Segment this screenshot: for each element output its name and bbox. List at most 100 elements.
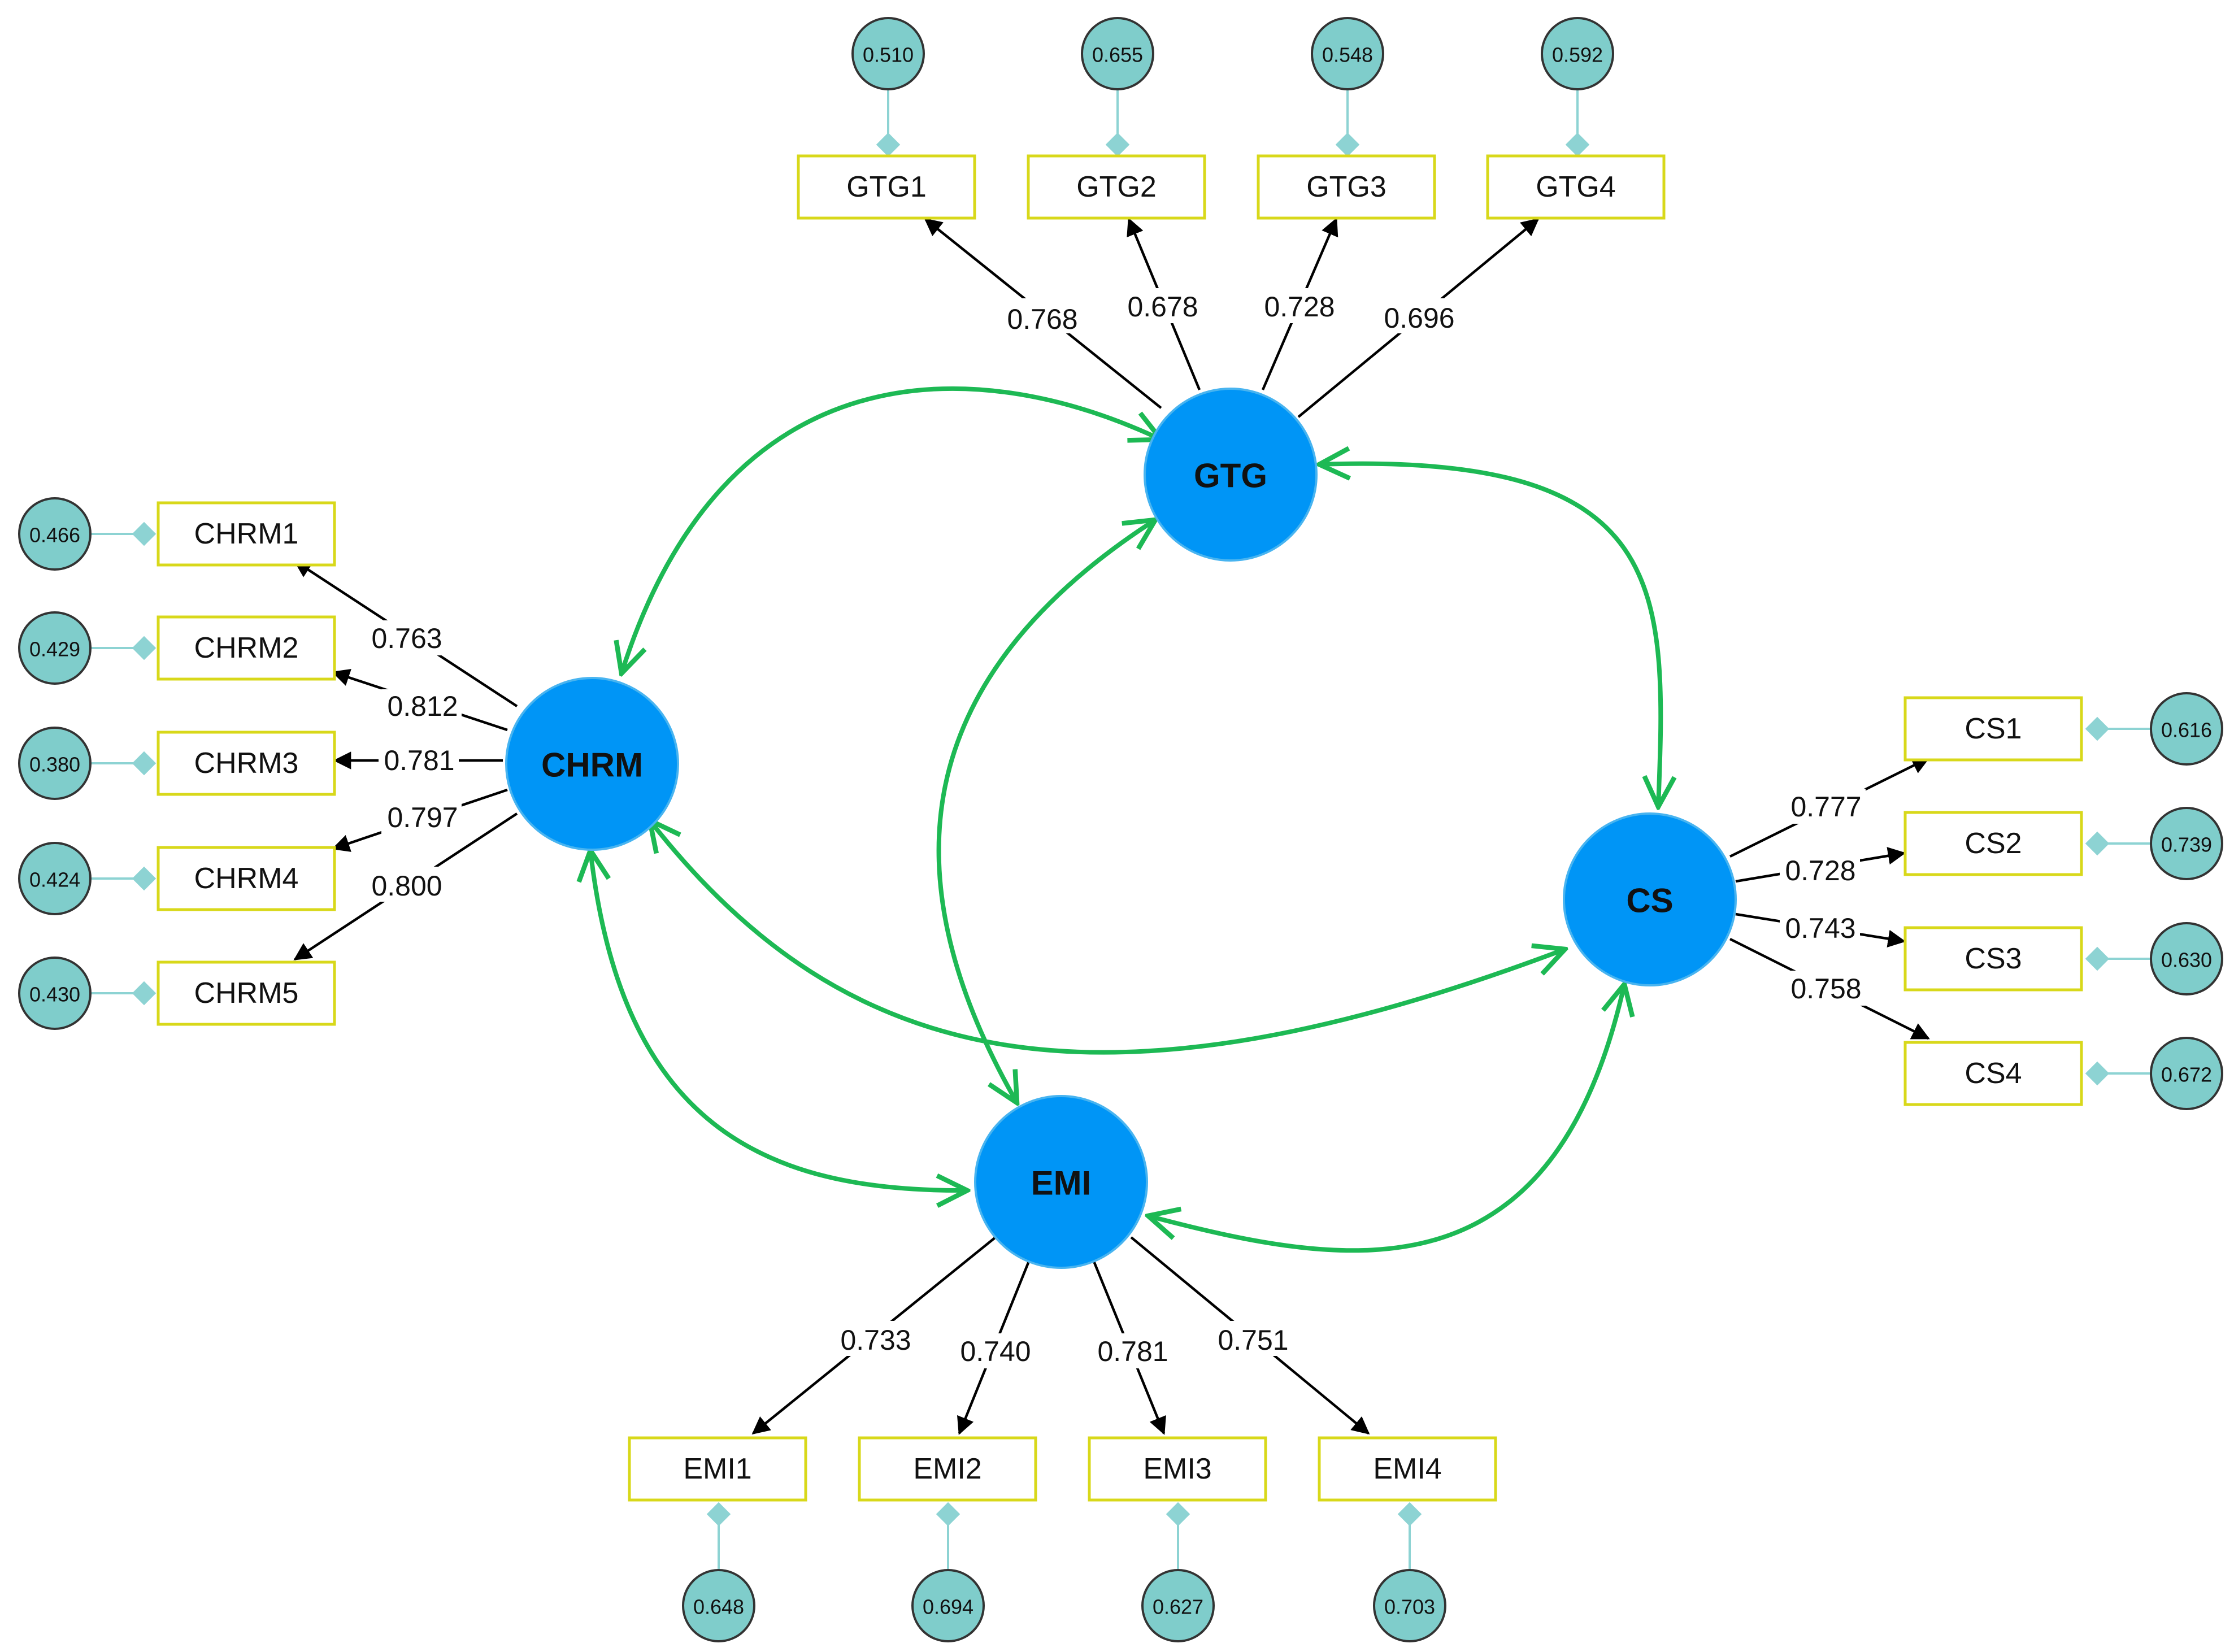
- indicator-chrm4: CHRM4: [157, 846, 336, 911]
- loading-label-cs2: 0.728: [1785, 855, 1855, 886]
- loading-label-emi4: 0.751: [1218, 1324, 1288, 1356]
- error-term-gtg2: 0.655: [1081, 17, 1154, 90]
- svg-text:GTG2: GTG2: [1076, 171, 1157, 203]
- error-term-cs1: 0.616: [2150, 692, 2223, 766]
- svg-text:CS2: CS2: [1964, 827, 2022, 860]
- svg-text:0.703: 0.703: [1384, 1596, 1435, 1619]
- svg-text:CS: CS: [1626, 882, 1673, 920]
- svg-text:0.466: 0.466: [29, 524, 80, 547]
- error-terms: 0.510 0.655 0.548 0.592 0.466 0.429 0.38…: [18, 17, 2223, 1642]
- error-term-cs3: 0.630: [2150, 922, 2223, 995]
- indicator-boxes: GTG1 GTG2 GTG3 GTG4 CHRM1 CHRM2 CHRM3: [157, 154, 2083, 1502]
- svg-text:0.510: 0.510: [863, 44, 914, 67]
- loading-label-chrm3: 0.781: [384, 745, 454, 776]
- indicator-cs4: CS4: [1903, 1041, 2083, 1106]
- svg-text:0.380: 0.380: [29, 753, 80, 776]
- construct-chrm: CHRM: [505, 677, 679, 851]
- error-connectors: [92, 79, 2150, 1572]
- svg-text:CS1: CS1: [1964, 712, 2022, 745]
- indicator-emi4: EMI4: [1318, 1436, 1497, 1502]
- error-term-cs4: 0.672: [2150, 1037, 2223, 1110]
- error-connector-gtg3: [1335, 132, 1360, 157]
- svg-text:CHRM3: CHRM3: [194, 747, 299, 780]
- error-term-gtg4: 0.592: [1541, 17, 1614, 90]
- error-term-emi2: 0.694: [911, 1569, 985, 1642]
- loading-label-chrm5: 0.800: [371, 870, 442, 902]
- indicator-chrm2: CHRM2: [157, 615, 336, 681]
- loading-label-chrm2: 0.812: [387, 690, 458, 722]
- loading-labels: 0.768 0.678 0.728 0.696 0.763 0.812 0.78…: [366, 288, 1866, 1368]
- loading-label-cs4: 0.758: [1790, 973, 1861, 1005]
- svg-text:EMI1: EMI1: [683, 1453, 751, 1485]
- svg-text:0.430: 0.430: [29, 983, 80, 1006]
- error-connector-emi2: [936, 1502, 960, 1527]
- loading-label-gtg4: 0.696: [1384, 302, 1454, 334]
- correlation-arc-chrm-gtg: [621, 386, 1161, 673]
- svg-text:0.424: 0.424: [29, 868, 80, 892]
- indicator-chrm5: CHRM5: [157, 960, 336, 1026]
- svg-text:CHRM4: CHRM4: [194, 862, 299, 895]
- loading-label-emi1: 0.733: [840, 1324, 911, 1356]
- indicator-gtg2: GTG2: [1027, 154, 1206, 220]
- indicator-emi2: EMI2: [858, 1436, 1037, 1502]
- loading-label-cs1: 0.777: [1790, 791, 1861, 823]
- indicator-emi3: EMI3: [1088, 1436, 1267, 1502]
- svg-text:0.429: 0.429: [29, 638, 80, 661]
- error-connector-gtg1: [876, 132, 901, 157]
- loading-label-chrm4: 0.797: [387, 802, 458, 833]
- error-connector-chrm5: [132, 981, 157, 1006]
- svg-text:CS4: CS4: [1964, 1057, 2022, 1090]
- correlation-arc-chrm-emi: [590, 850, 967, 1190]
- loading-label-chrm1: 0.763: [371, 623, 442, 654]
- error-term-gtg3: 0.548: [1311, 17, 1384, 90]
- indicator-chrm1: CHRM1: [157, 501, 336, 567]
- svg-text:0.627: 0.627: [1153, 1596, 1203, 1619]
- error-connector-chrm3: [132, 751, 157, 776]
- svg-text:0.655: 0.655: [1092, 44, 1143, 67]
- svg-text:EMI2: EMI2: [913, 1453, 981, 1485]
- svg-text:0.548: 0.548: [1322, 44, 1373, 67]
- svg-text:0.616: 0.616: [2161, 719, 2212, 742]
- correlation-arcs: [590, 386, 1661, 1253]
- error-term-chrm4: 0.424: [18, 842, 92, 915]
- loading-label-gtg1: 0.768: [1007, 303, 1077, 335]
- error-term-gtg1: 0.510: [851, 17, 925, 90]
- svg-text:EMI: EMI: [1031, 1164, 1092, 1202]
- loading-label-emi3: 0.781: [1097, 1336, 1168, 1367]
- error-term-chrm1: 0.466: [18, 497, 92, 571]
- svg-text:CHRM5: CHRM5: [194, 977, 299, 1010]
- indicator-emi1: EMI1: [628, 1436, 807, 1502]
- error-connector-chrm2: [132, 636, 157, 660]
- constructs: GTG CHRM CS EMI: [505, 388, 1737, 1269]
- error-term-cs2: 0.739: [2150, 807, 2223, 880]
- svg-text:GTG1: GTG1: [846, 171, 927, 203]
- svg-text:GTG: GTG: [1194, 457, 1267, 495]
- svg-text:CHRM2: CHRM2: [194, 632, 299, 664]
- svg-text:0.648: 0.648: [693, 1596, 744, 1619]
- loading-label-cs3: 0.743: [1785, 912, 1855, 944]
- loading-label-gtg2: 0.678: [1127, 291, 1198, 323]
- error-connector-chrm1: [132, 521, 157, 546]
- error-term-chrm2: 0.429: [18, 611, 92, 685]
- error-term-emi1: 0.648: [682, 1569, 755, 1642]
- indicator-cs1: CS1: [1903, 696, 2083, 762]
- error-term-chrm5: 0.430: [18, 957, 92, 1030]
- svg-text:0.739: 0.739: [2161, 833, 2212, 857]
- error-term-chrm3: 0.380: [18, 727, 92, 800]
- svg-text:0.694: 0.694: [923, 1596, 973, 1619]
- error-connector-cs1: [2085, 716, 2110, 741]
- svg-text:GTG3: GTG3: [1306, 171, 1387, 203]
- error-connector-emi4: [1397, 1502, 1422, 1527]
- correlation-arc-gtg-cs: [1319, 464, 1661, 807]
- error-connector-gtg4: [1565, 132, 1590, 157]
- error-connector-cs3: [2085, 946, 2110, 971]
- correlation-arc-chrm-cs: [650, 820, 1565, 1055]
- construct-cs: CS: [1563, 812, 1737, 986]
- svg-text:GTG4: GTG4: [1536, 171, 1616, 203]
- error-connector-gtg2: [1105, 132, 1130, 157]
- error-connector-chrm4: [132, 866, 157, 891]
- svg-text:CHRM: CHRM: [541, 746, 643, 784]
- svg-text:CS3: CS3: [1964, 942, 2022, 975]
- error-connector-emi3: [1166, 1502, 1190, 1527]
- construct-gtg: GTG: [1144, 388, 1318, 562]
